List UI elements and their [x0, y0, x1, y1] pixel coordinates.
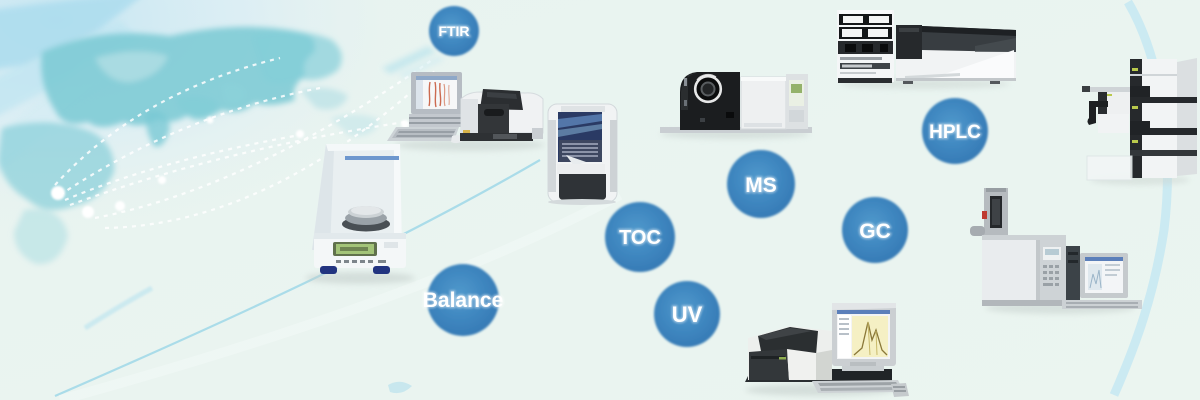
svg-text:TOC: TOC — [619, 227, 661, 249]
svg-text:Balance: Balance — [423, 289, 504, 312]
svg-text:GC: GC — [859, 220, 891, 243]
svg-text:HPLC: HPLC — [929, 122, 981, 143]
svg-text:FTIR: FTIR — [438, 23, 469, 39]
svg-text:FTIR: FTIR — [438, 23, 469, 39]
svg-text:UV: UV — [672, 302, 703, 327]
svg-text:MS: MS — [745, 174, 777, 197]
svg-text:Balance: Balance — [423, 289, 504, 312]
svg-text:GC: GC — [859, 220, 891, 243]
svg-text:MS: MS — [745, 174, 777, 197]
svg-text:TOC: TOC — [619, 227, 661, 249]
svg-text:HPLC: HPLC — [929, 122, 981, 143]
svg-text:UV: UV — [672, 302, 703, 327]
